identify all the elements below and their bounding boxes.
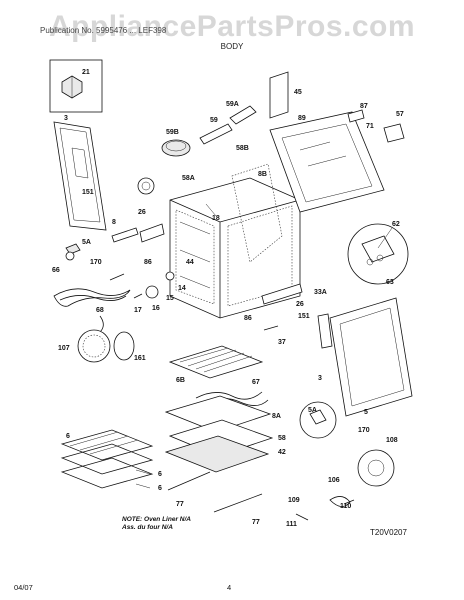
oven-bottom <box>164 395 274 473</box>
svg-text:14: 14 <box>178 285 186 292</box>
svg-text:45: 45 <box>294 89 302 96</box>
svg-text:6: 6 <box>158 471 162 478</box>
svg-text:58B: 58B <box>236 145 249 152</box>
svg-text:3: 3 <box>318 375 322 382</box>
footer-page-number: 4 <box>227 583 232 592</box>
svg-text:151: 151 <box>82 189 94 196</box>
svg-text:17: 17 <box>134 307 142 314</box>
inset-terminal-block <box>347 223 409 285</box>
svg-text:6B: 6B <box>176 377 185 384</box>
svg-text:21: 21 <box>82 69 90 76</box>
svg-text:26: 26 <box>296 301 304 308</box>
insulation-58A <box>231 163 283 263</box>
drawing-code: T20V0207 <box>370 528 407 537</box>
svg-text:42: 42 <box>278 449 286 456</box>
convection-fan-assembly <box>295 449 395 521</box>
svg-text:77: 77 <box>176 501 184 508</box>
note-line-1: NOTE: Oven Liner N/A <box>122 516 191 523</box>
svg-text:37: 37 <box>278 339 286 346</box>
leveling-leg-left <box>65 243 81 261</box>
gasket-161 <box>113 331 135 361</box>
rod-77-a <box>167 471 211 491</box>
plate-57 <box>383 123 405 143</box>
svg-text:161: 161 <box>134 355 146 362</box>
svg-text:5: 5 <box>364 409 368 416</box>
oven-body <box>169 177 301 319</box>
svg-text:151: 151 <box>298 313 310 320</box>
svg-text:110: 110 <box>340 503 351 510</box>
section-title: BODY <box>220 42 244 51</box>
footer-date: 04/07 <box>14 583 33 592</box>
screw-37 <box>263 325 279 331</box>
svg-text:6: 6 <box>66 433 70 440</box>
svg-text:58A: 58A <box>182 175 195 182</box>
rod-77-b <box>213 493 263 513</box>
svg-text:63: 63 <box>386 279 394 286</box>
inset-part-21 <box>49 59 103 113</box>
vent-parts-top <box>199 71 289 145</box>
rear-panel <box>269 111 385 213</box>
svg-text:108: 108 <box>386 437 398 444</box>
svg-text:59B: 59B <box>166 129 179 136</box>
element-cover-59B <box>161 139 191 157</box>
svg-text:5A: 5A <box>308 407 317 414</box>
knob-18 <box>137 177 155 195</box>
svg-text:15: 15 <box>166 295 174 302</box>
fan-cover-107 <box>77 329 111 363</box>
svg-text:8A: 8A <box>272 413 281 420</box>
svg-text:111: 111 <box>286 521 297 528</box>
svg-text:106: 106 <box>328 477 340 484</box>
svg-text:33A: 33A <box>314 289 327 296</box>
side-panel-right <box>317 297 413 417</box>
svg-text:8: 8 <box>112 219 116 226</box>
svg-text:71: 71 <box>366 123 374 130</box>
oven-liner-note: NOTE: Oven Liner N/A Ass. du four N/A <box>122 516 191 532</box>
svg-text:67: 67 <box>252 379 260 386</box>
svg-text:57: 57 <box>396 111 404 118</box>
inset-leveling-leg <box>299 401 337 439</box>
svg-text:26: 26 <box>138 209 146 216</box>
publication-line: Publication No. 5995476 ... LEF398 <box>40 26 167 35</box>
note-line-2: Ass. du four N/A <box>122 524 173 531</box>
watermark-logo: AppliancePartsPros.com <box>48 10 416 43</box>
svg-text:18: 18 <box>212 215 220 222</box>
svg-text:44: 44 <box>186 259 194 266</box>
svg-text:109: 109 <box>288 497 300 504</box>
svg-text:86: 86 <box>244 315 252 322</box>
oven-racks-6 <box>60 429 154 489</box>
svg-text:87: 87 <box>360 103 368 110</box>
bracket-26-left <box>139 223 165 243</box>
svg-text:3: 3 <box>64 115 68 122</box>
bake-element <box>53 288 131 307</box>
broil-element <box>195 391 263 400</box>
svg-text:6: 6 <box>158 485 162 492</box>
oven-rack-6B <box>168 345 264 379</box>
svg-text:89: 89 <box>298 115 306 122</box>
svg-text:107: 107 <box>58 345 70 352</box>
svg-text:68: 68 <box>96 307 104 314</box>
svg-text:86: 86 <box>144 259 152 266</box>
svg-text:58: 58 <box>278 435 286 442</box>
svg-text:59A: 59A <box>226 101 239 108</box>
svg-text:170: 170 <box>90 259 102 266</box>
svg-text:66: 66 <box>52 267 60 274</box>
svg-text:62: 62 <box>392 221 400 228</box>
small-hardware <box>109 271 175 299</box>
side-panel-left <box>53 121 107 231</box>
svg-text:16: 16 <box>152 305 160 312</box>
bracket-8 <box>111 227 139 243</box>
svg-text:170: 170 <box>358 427 370 434</box>
svg-text:77: 77 <box>252 519 260 526</box>
svg-text:5A: 5A <box>82 239 91 246</box>
bracket-26-right <box>261 283 303 305</box>
svg-text:8B: 8B <box>258 171 267 178</box>
clip-87 <box>347 109 365 123</box>
svg-text:59: 59 <box>210 117 218 124</box>
